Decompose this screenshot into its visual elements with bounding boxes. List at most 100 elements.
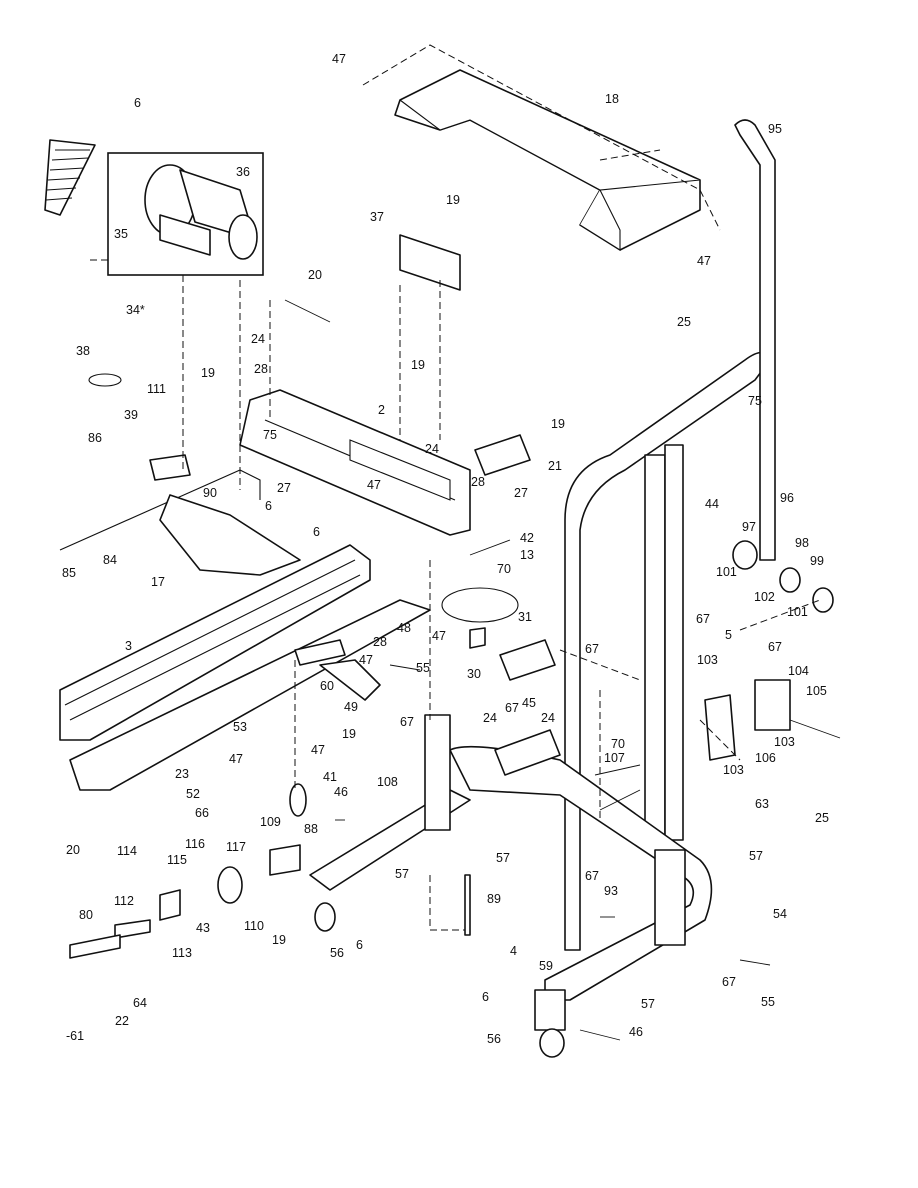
callout-22: 22 [115,1014,129,1028]
callout-60: 60 [320,679,334,693]
callout-19: 19 [201,366,215,380]
callout-47: 47 [332,52,346,66]
callout-24: 24 [425,442,439,456]
motor-hood-part-18 [394,69,701,251]
callout-98: 98 [795,536,809,550]
callout-56: 56 [487,1032,501,1046]
callout-43: 43 [196,921,210,935]
callout-28: 28 [254,362,268,376]
callout-48: 48 [397,621,411,635]
callout-80: 80 [79,908,93,922]
callout-38: 38 [76,344,90,358]
callout-103: 103 [774,735,795,749]
callout-6: 6 [356,938,363,952]
callout-6: 6 [313,525,320,539]
callout-6: 6 [134,96,141,110]
callout-46: 46 [629,1025,643,1039]
callout-108: 108 [377,775,398,789]
part-callout-labels: 47 18 95 6 36 35 34* 19 37 47 20 25 38 2… [62,52,829,1046]
callout-2: 2 [378,403,385,417]
callout-111: 111 [147,382,166,396]
callout-37: 37 [370,210,384,224]
callout-45: 45 [522,696,536,710]
callout-103: 103 [697,653,718,667]
callout-110: 110 [244,919,264,933]
fasteners [284,299,841,1041]
callout-34: 34* [126,303,145,317]
callout-64: 64 [133,996,147,1010]
callout-57: 57 [749,849,763,863]
callout-28: 28 [471,475,485,489]
callout-106: 106 [755,751,776,765]
callout-19: 19 [551,417,565,431]
assembly-guide-lines [90,44,821,931]
callout-19: 19 [272,933,286,947]
callout-24: 24 [251,332,265,346]
callout-25: 25 [815,811,829,825]
callout-23: 23 [175,767,189,781]
callout-67: 67 [768,640,782,654]
callout-25: 25 [677,315,691,329]
callout-67: 67 [696,612,710,626]
callout-97: 97 [742,520,756,534]
callout-112: 112 [114,894,134,908]
callout-67: 67 [400,715,414,729]
callout-20: 20 [308,268,322,282]
callout-104: 104 [788,664,809,678]
callout-55: 55 [416,661,430,675]
frame-rail-part-23 [59,544,431,791]
callout-5: 5 [725,628,732,642]
callout-103: 103 [723,763,744,777]
callout-88: 88 [304,822,318,836]
callout-116: 116 [185,837,205,851]
callout-75: 75 [748,394,762,408]
callout-109: 109 [260,815,281,829]
callout-67: 67 [585,869,599,883]
side-plates [494,639,791,776]
callout-57: 57 [496,851,510,865]
callout-47: 47 [697,254,711,268]
callout-53: 53 [233,720,247,734]
callout-47: 47 [311,743,325,757]
callout-19: 19 [342,727,356,741]
callout-24: 24 [541,711,555,725]
callout-47: 47 [229,752,243,766]
callout-70: 70 [497,562,511,576]
callout-89: 89 [487,892,501,906]
callout-66: 66 [195,806,209,820]
callout-19: 19 [446,193,460,207]
callout-27: 27 [514,486,528,500]
misc-components [69,234,531,959]
callout-49: 49 [344,700,358,714]
console-upright-part-95 [734,119,776,561]
belt-edge-top-left [44,139,96,216]
callout-20: 20 [66,843,80,857]
rollers-and-wheels [217,540,834,1058]
callout-18: 18 [605,92,619,106]
callout-46: 46 [334,785,348,799]
motor-detail-callout-box [107,152,264,276]
callout-93: 93 [604,884,618,898]
callout-96: 96 [780,491,794,505]
callout-57: 57 [641,997,655,1011]
callout-19: 19 [411,358,425,372]
upright-handrail-part-44 [564,351,771,951]
callout-84: 84 [103,553,117,567]
callout-47: 47 [432,629,446,643]
callout-70: 70 [611,737,625,751]
callout-36: 36 [236,165,250,179]
callout-113: 113 [172,946,192,960]
callout-101: 101 [716,565,737,579]
callout-56: 56 [330,946,344,960]
leg-brackets [424,714,686,1031]
callout-54: 54 [773,907,787,921]
callout-67: 67 [505,701,519,715]
callout-52: 52 [186,787,200,801]
callout-47: 47 [359,653,373,667]
callout-55: 55 [761,995,775,1009]
callout-13: 13 [520,548,534,562]
callout-24: 24 [483,711,497,725]
callout-105: 105 [806,684,827,698]
callout-41: 41 [323,770,337,784]
